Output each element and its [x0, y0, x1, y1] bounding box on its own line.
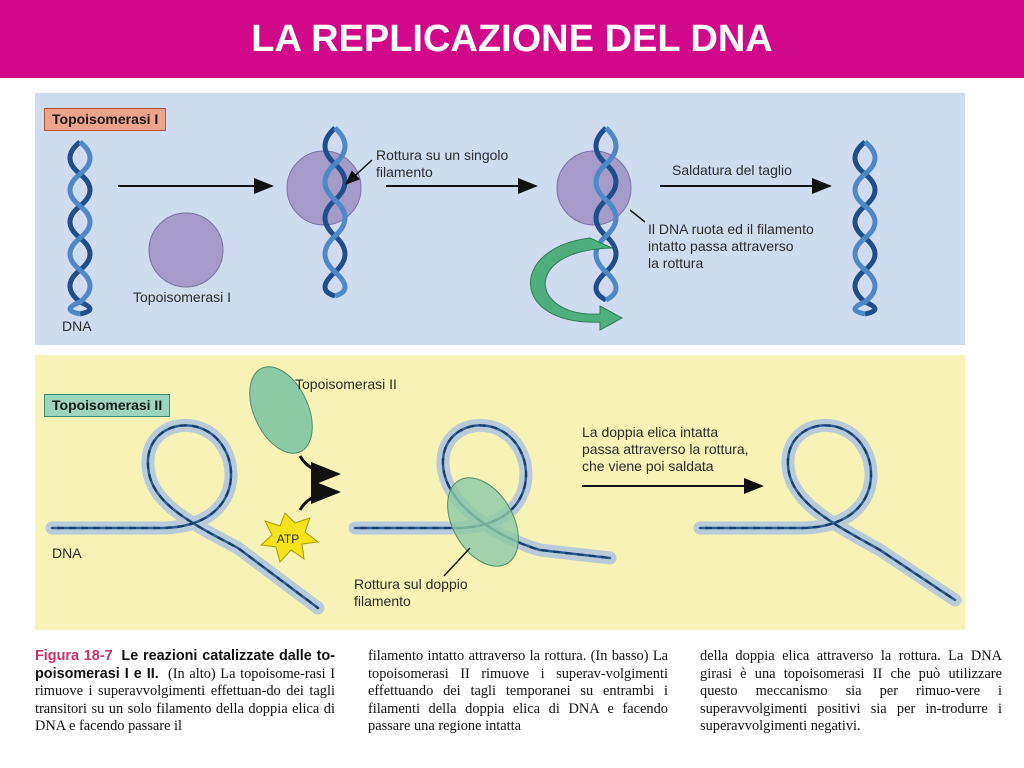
atp-binding-arrow [298, 480, 341, 511]
figure-number: Figura 18-7 [35, 648, 113, 664]
topoisomerase-2-tag: Topoisomerasi II [44, 394, 171, 417]
relaxed-dna-loop [693, 418, 962, 607]
enzyme-binding-arrow [298, 455, 341, 486]
break-pointer [344, 159, 373, 186]
single-break-label: Rottura su un singolo filamento [376, 147, 509, 180]
topoisomerase-1-tag: Topoisomerasi I [44, 108, 167, 131]
slide-title: LA REPLICAZIONE DEL DNA [251, 18, 773, 60]
seal-label: Saldatura del taglio [672, 162, 792, 178]
atp-label: ATP [276, 532, 300, 546]
topoisomerase-2-panel [35, 355, 965, 630]
rotate-pointer [629, 209, 646, 223]
atp-burst [259, 512, 320, 564]
dna-helix-rotating [593, 126, 619, 303]
figure-heading: Le reazioni catalizzate dalle to-poisome… [35, 648, 335, 682]
caption-column-2: filamento intatto attraverso la rottura.… [368, 648, 668, 734]
dna-helix-initial [67, 140, 93, 317]
dna-label-bottom: DNA [52, 545, 82, 561]
caption-column-1: Figura 18-7 Le reazioni catalizzate dall… [35, 648, 335, 736]
rotation-label: Il DNA ruota ed il filamento intatto pas… [648, 221, 814, 271]
enzyme-1-label: Topoisomerasi I [133, 289, 232, 305]
dna-helix-bound [322, 126, 348, 299]
supercoiled-dna-1 [45, 418, 325, 615]
dna-label-top: DNA [62, 318, 92, 334]
title-bar [0, 0, 1024, 78]
enzyme-double-break [447, 477, 519, 567]
caption-text-1: (In alto) La topoisome-rasi I rimuove i … [35, 665, 335, 735]
figure-illustration [45, 126, 962, 615]
double-break-pointer [443, 547, 471, 577]
enzyme-2-label: Topoisomerasi II [295, 376, 397, 392]
topoisomerase-2-enzyme [249, 366, 313, 454]
topoisomerase-1-enzyme [148, 212, 224, 288]
caption-column-3: della doppia elica attraverso la rottura… [700, 648, 1002, 734]
rotation-arrow [530, 237, 624, 331]
pass-through-label: La doppia elica intatta passa attraverso… [582, 424, 749, 474]
double-break-label: Rottura sul doppio filamento [354, 576, 468, 609]
dna-helix-relaxed [852, 140, 878, 317]
